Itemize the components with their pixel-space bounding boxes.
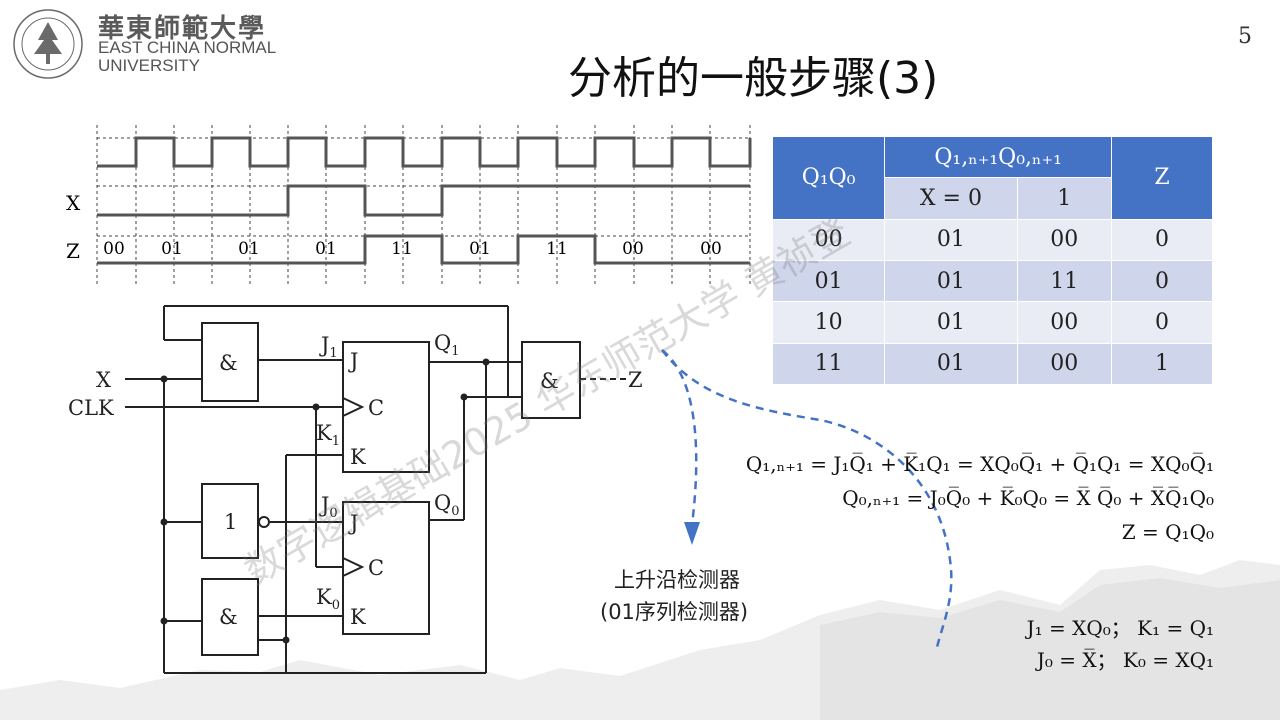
inverter-bubble <box>258 516 270 528</box>
not-symbol: 1 <box>224 510 237 534</box>
page-number: 5 <box>1238 24 1252 49</box>
z-value: 11 <box>391 239 413 259</box>
ff1-j: J <box>348 349 358 373</box>
z-value: 01 <box>238 239 260 259</box>
equation-q0-next: Q₀,ₙ₊₁ = J₀Q̅₀ + K̅₀Q₀ = X̅ Q̅₀ + X̅Q̅₁Q… <box>842 486 1214 510</box>
label-k1: K1 <box>316 421 340 449</box>
and-gate-top <box>201 322 259 402</box>
label-q0: Q0 <box>434 491 460 519</box>
logo-cn: 華東師範大學 <box>98 14 267 44</box>
z-value: 01 <box>315 239 337 259</box>
logo-en-line1: EAST CHINA NORMAL <box>98 38 277 57</box>
subheader-x1: 1 <box>1016 177 1113 220</box>
annotation-arrows <box>661 349 953 653</box>
equation-q1-next: Q₁,ₙ₊₁ = J₁Q̅₁ + K̅₁Q₁ = XQ₀Q̅₁ + Q̅₁Q₁ … <box>745 452 1214 476</box>
ff0-j: J <box>348 511 358 535</box>
and-symbol: & <box>540 369 559 393</box>
z-value: 01 <box>161 239 183 259</box>
timing-x-label: X <box>66 191 81 215</box>
clk-waveform <box>97 136 752 168</box>
output-z-label: Z <box>628 368 643 392</box>
equation-z: Z = Q₁Q₀ <box>1121 520 1214 544</box>
label-j0: J0 <box>319 493 338 521</box>
circuit-diagram: X CLK & 1 & & Z J C K J C K J1 K1 Q1 J0 … <box>68 305 643 674</box>
ff1-k: K <box>350 445 366 469</box>
slide-title: 分析的一般步骤(3) <box>568 53 939 104</box>
ff0-c: C <box>368 556 384 580</box>
z-value: 01 <box>469 239 491 259</box>
caption-line2: (01序列检测器) <box>600 600 749 624</box>
ff1-c: C <box>368 396 384 420</box>
timing-diagram: X Z 00 01 01 01 11 01 11 00 00 <box>66 125 752 285</box>
caption-line1: 上升沿检测器 <box>614 568 740 592</box>
and-symbol: & <box>219 351 238 375</box>
equation-j1-k1: J₁ = XQ₀； K₁ = Q₁ <box>1026 616 1214 640</box>
logo-en-line2: UNIVERSITY <box>98 56 201 75</box>
x-waveform <box>97 184 750 217</box>
z-value: 11 <box>546 239 568 259</box>
subheader-x0: X = 0 <box>884 177 1018 220</box>
input-clk-label: CLK <box>68 396 114 420</box>
header-z: Z <box>1111 136 1213 220</box>
header-next-state: Q₁,ₙ₊₁Q₀,ₙ₊₁ <box>884 135 1113 179</box>
equation-j0-k0: J₀ = X̅； K₀ = XQ₁ <box>1036 648 1214 672</box>
university-seal <box>13 9 83 79</box>
label-j1: J1 <box>319 333 338 361</box>
ff0-k: K <box>350 605 366 629</box>
z-value: 00 <box>103 239 125 259</box>
input-x-label: X <box>96 368 111 392</box>
arrow-head <box>684 522 700 545</box>
timing-z-label: Z <box>66 239 80 263</box>
z-value: 00 <box>700 239 722 259</box>
z-value: 00 <box>622 239 644 259</box>
label-k0: K0 <box>316 585 340 613</box>
z-waveform <box>97 234 750 265</box>
and-symbol: & <box>219 605 238 629</box>
header-state: Q₁Q₀ <box>771 136 886 220</box>
label-q1: Q1 <box>434 331 460 359</box>
